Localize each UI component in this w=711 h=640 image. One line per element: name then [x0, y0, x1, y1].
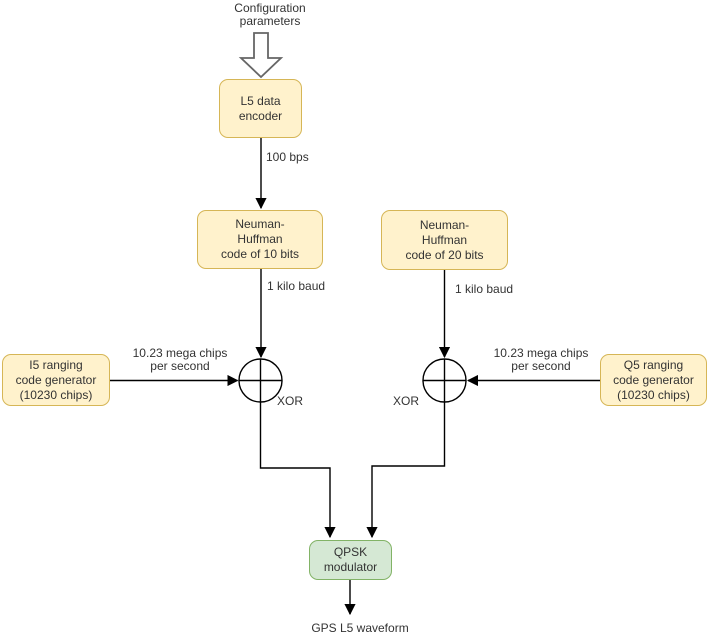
- edge-label-chiprate-right: 10.23 mega chips per second: [493, 346, 589, 373]
- output-waveform-label: GPS L5 waveform: [311, 621, 409, 635]
- node-qpsk-modulator: QPSK modulator: [309, 540, 392, 580]
- node-q5-ranging-code-generator: Q5 ranging code generator (10230 chips): [600, 354, 707, 406]
- node-l5-data-encoder: L5 data encoder: [219, 79, 302, 138]
- xor-label-right: XOR: [393, 394, 420, 408]
- node-nh-code-20-bits: Neuman- Huffman code of 20 bits: [381, 210, 508, 270]
- edge-label-kilobaud-right: 1 kilo baud: [455, 282, 514, 296]
- edge-label-100bps: 100 bps: [266, 150, 309, 164]
- edge-label-chiprate-left: 10.23 mega chips per second: [132, 346, 228, 373]
- edge-xor-right-to-qpsk: [366, 402, 446, 539]
- node-i5-ranging-code-generator: I5 ranging code generator (10230 chips): [2, 354, 110, 406]
- xor-gate-left: [238, 358, 283, 403]
- edge-label-kilobaud-left: 1 kilo baud: [267, 279, 326, 293]
- xor-label-left: XOR: [277, 394, 304, 408]
- config-parameters-label: Configuration parameters: [234, 1, 306, 28]
- node-nh-code-10-bits: Neuman- Huffman code of 10 bits: [197, 210, 323, 269]
- block-arrow-down-icon: [238, 32, 284, 79]
- edge-xor-left-to-qpsk: [259, 402, 336, 539]
- xor-gate-right: [422, 358, 467, 403]
